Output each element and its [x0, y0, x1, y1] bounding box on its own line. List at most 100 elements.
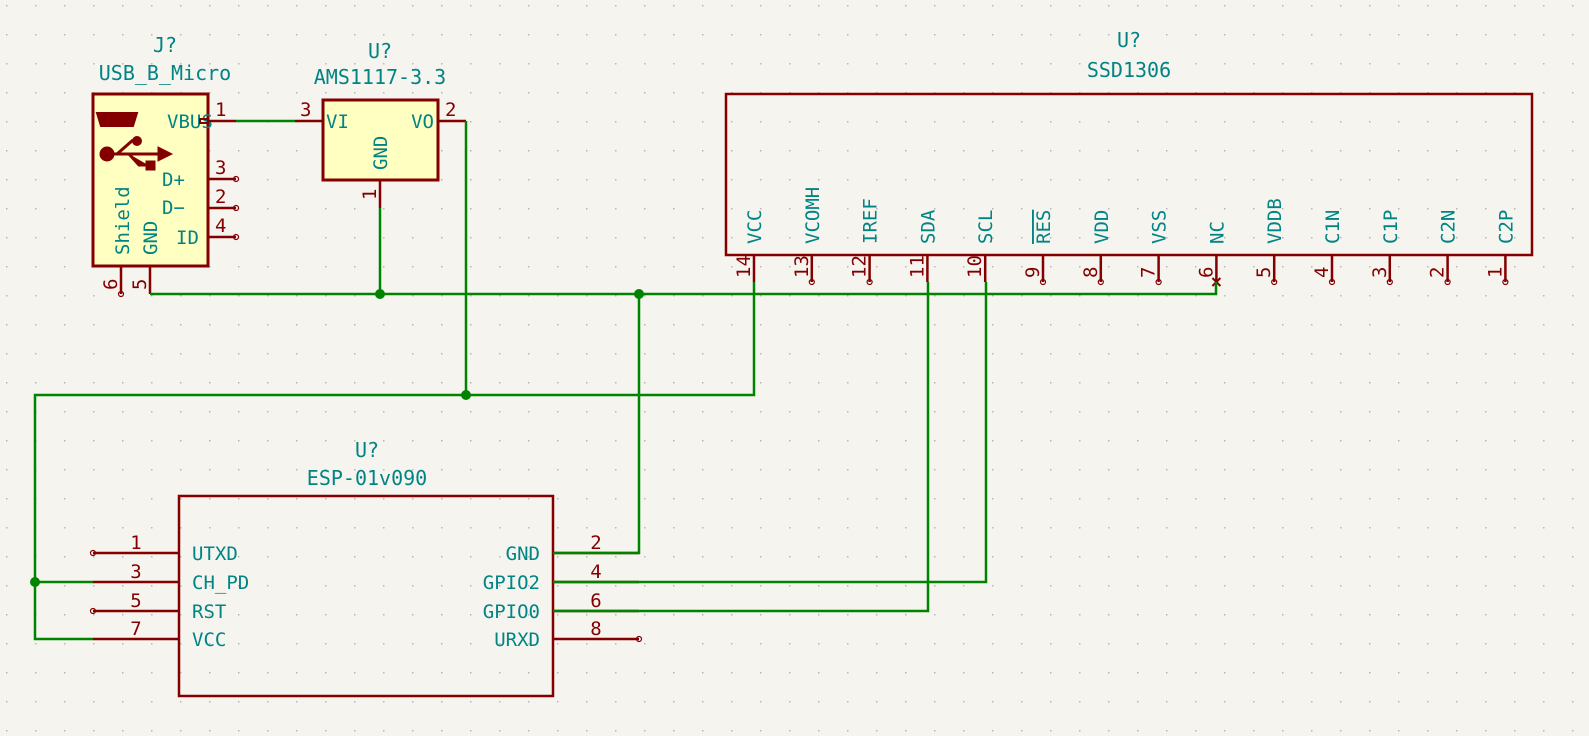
oled-pin-8[interactable]: VDD 8	[1080, 210, 1113, 286]
oled-pin-num: 2	[1427, 267, 1449, 278]
oled-pin-name: SDA	[917, 209, 939, 244]
usb-pin-num-2: 2	[215, 186, 226, 208]
usb-pin-name-dplus: D+	[162, 169, 185, 191]
junction	[634, 289, 644, 299]
esp-pin-num: 3	[130, 561, 141, 583]
junction	[30, 577, 40, 587]
usb-icon	[95, 112, 174, 171]
wire-esp-gnd[interactable]	[553, 294, 641, 555]
esp-pin-name: VCC	[192, 629, 226, 651]
usb-pin-num-5: 5	[129, 279, 151, 290]
oled-pin-4[interactable]: C1N 4	[1311, 210, 1344, 286]
usb-reference: J?	[153, 33, 177, 57]
oled-pin-11[interactable]: SDA 11	[906, 209, 939, 282]
oled-pin-2[interactable]: C2N 2	[1427, 210, 1460, 286]
oled-pin-name: SCL	[975, 210, 997, 244]
usb-pin-num-3: 3	[215, 157, 226, 179]
oled-pin-name: NC	[1206, 221, 1228, 244]
regulator-pin-name-vi: VI	[326, 111, 349, 133]
usb-pin-num-4: 4	[215, 215, 226, 237]
oled-pin-1[interactable]: C2P 1	[1484, 210, 1517, 286]
oled-pin-num: 8	[1080, 267, 1102, 278]
usb-pin-name-gnd: GND	[140, 221, 162, 255]
esp-pin-name: GND	[506, 543, 540, 565]
usb-pin-name-id: ID	[176, 227, 199, 249]
oled-pin-name: C1N	[1322, 210, 1344, 244]
wire-scl-gpio2[interactable]	[553, 282, 988, 584]
oled-pin-name: VCOMH	[802, 187, 824, 244]
oled-body	[724, 92, 1534, 257]
esp-pin-name: URXD	[494, 629, 540, 651]
regulator-value: AMS1117-3.3	[314, 65, 446, 89]
esp-pin-num: 6	[590, 590, 601, 612]
oled-pin-7[interactable]: VSS 7	[1138, 210, 1171, 286]
esp-pin-num: 8	[590, 618, 601, 640]
oled-pin-num: 14	[733, 255, 755, 278]
oled-pin-num: 6	[1195, 267, 1217, 278]
usb-pin-name-vbus: VBUS	[167, 111, 213, 133]
junction	[461, 390, 471, 400]
oled-pin-14[interactable]: VCC 14	[733, 210, 766, 282]
oled-pin-name: IREF	[860, 198, 882, 244]
usb-connector[interactable]: J? USB_B_Micro VBUS D+ D− ID GND Shield …	[91, 33, 240, 298]
usb-pin-num-6: 6	[100, 279, 122, 290]
wire-gnd-bus[interactable]	[150, 282, 1218, 296]
wire-3v3-bus[interactable]	[33, 282, 756, 641]
grid	[6, 5, 1574, 732]
usb-pin-name-dminus: D−	[162, 197, 185, 219]
regulator-reference: U?	[368, 39, 392, 63]
esp-reference: U?	[355, 438, 379, 462]
oled-pin-name: VDDB	[1264, 198, 1286, 244]
oled-pin-name: VDD	[1091, 210, 1113, 244]
oled-pin-name: VCC	[744, 210, 766, 244]
regulator-ams1117[interactable]: U? AMS1117-3.3 VI VO GND 3 2 1	[295, 39, 466, 208]
oled-pin-name: C2P	[1495, 210, 1517, 244]
oled-pin-num: 11	[906, 255, 928, 278]
wires	[30, 119, 1218, 641]
esp-pin-name: UTXD	[192, 543, 238, 565]
wire-sda-gpio0[interactable]	[553, 282, 930, 613]
oled-pin-num: 1	[1484, 267, 1506, 278]
usb-pin-num-1: 1	[215, 99, 226, 121]
oled-pin-num: 12	[849, 255, 871, 278]
esp-pin-num: 2	[590, 532, 601, 554]
oled-pin-num: 7	[1138, 267, 1160, 278]
usb-value: USB_B_Micro	[99, 61, 231, 85]
regulator-pin-name-gnd: GND	[370, 136, 392, 170]
oled-pin-5[interactable]: VDDB 5	[1253, 198, 1286, 286]
oled-pin-num: 4	[1311, 267, 1333, 278]
oled-pin-name: C2N	[1438, 210, 1460, 244]
esp-pin-name: GPIO0	[483, 601, 540, 623]
oled-pin-12[interactable]: IREF 12	[849, 198, 882, 286]
usb-pin-name-shield: Shield	[112, 186, 134, 255]
oled-ssd1306[interactable]: U? SSD1306 VCC14VCOMH13IREF12SDA11SCL10R…	[724, 28, 1534, 287]
regulator-pin-num-3: 3	[300, 99, 311, 121]
oled-pin-name: VSS	[1149, 210, 1171, 244]
oled-pin-6[interactable]: NC 6	[1195, 221, 1228, 287]
oled-pin-10[interactable]: SCL 10	[964, 210, 997, 282]
oled-reference: U?	[1117, 28, 1141, 52]
oled-pin-name: C1P	[1380, 210, 1402, 244]
esp-value: ESP-01v090	[307, 466, 427, 490]
esp-pin-name: RST	[192, 601, 226, 623]
oled-pin-name: RES	[1033, 210, 1055, 244]
esp-pin-name: GPIO2	[483, 572, 540, 594]
esp-body	[177, 494, 555, 698]
oled-pin-num: 5	[1253, 267, 1275, 278]
oled-pin-num: 10	[964, 255, 986, 278]
regulator-body	[321, 98, 440, 182]
esp-pin-num: 1	[130, 532, 141, 554]
